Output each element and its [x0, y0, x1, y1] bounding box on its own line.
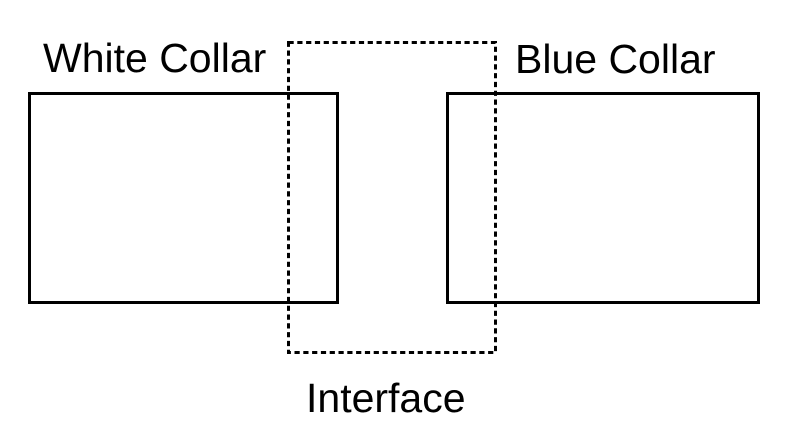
interface-label: Interface	[306, 375, 466, 421]
blue-collar-box	[446, 92, 760, 304]
white-collar-box	[28, 92, 339, 304]
blue-collar-label: Blue Collar	[515, 36, 716, 82]
white-collar-label: White Collar	[43, 35, 267, 81]
